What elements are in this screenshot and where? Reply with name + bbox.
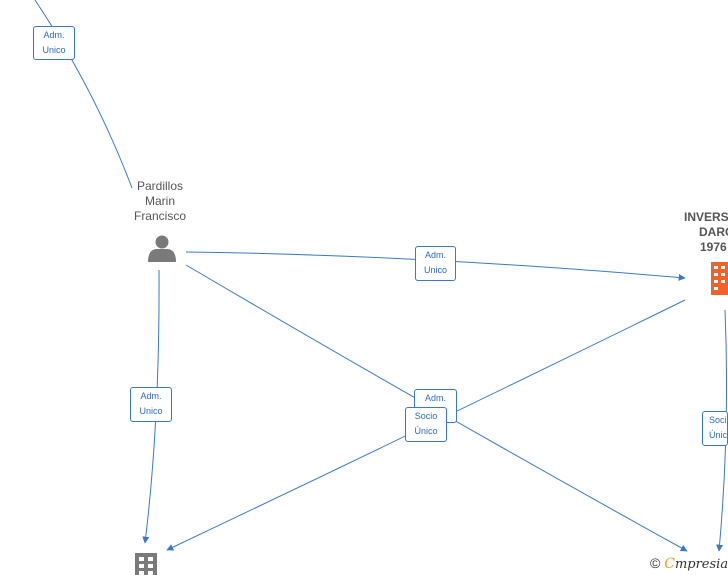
person-name-line: Pardillos <box>136 179 184 193</box>
company-name-line: 1976 <box>700 240 727 254</box>
empresia-watermark: © Cmpresia <box>650 555 728 572</box>
person-name-line: Marin <box>144 194 175 208</box>
company-name-label: INVERS DARC 1976 <box>682 210 728 255</box>
edge-label-line: Únic <box>709 430 728 440</box>
edge-label-line: Adm. <box>140 391 162 401</box>
company-building-icon-orange[interactable] <box>711 262 728 295</box>
copyright-symbol: © <box>650 555 661 571</box>
empresia-logo-text: mpresia <box>674 557 728 572</box>
person-icon[interactable] <box>148 235 176 263</box>
edge-label-line: Unico <box>139 406 163 416</box>
edge-label-line: Socio <box>414 411 438 421</box>
edge-label-socio-unico[interactable]: Soci Únic <box>702 411 728 446</box>
edge-label-adm-unico[interactable]: Adm. Unico <box>130 387 172 422</box>
company-name-line: INVERS <box>684 210 728 224</box>
edge-label-line: Unico <box>423 265 447 275</box>
edge-label-socio-unico[interactable]: Socio Único <box>405 407 447 442</box>
edge-label-line: Soci <box>709 415 727 425</box>
edge-label-adm-unico[interactable]: Adm. Unico <box>415 246 456 281</box>
edge-label-adm-unico[interactable]: Adm. Unico <box>33 26 75 60</box>
company-name-line: DARC <box>699 225 728 239</box>
company-building-icon-grey[interactable] <box>135 553 157 575</box>
empresia-logo-initial: C <box>664 556 675 572</box>
edge-label-line: Unico <box>42 45 66 55</box>
person-name-line: Francisco <box>133 209 186 223</box>
edge-label-line: Único <box>414 426 438 436</box>
edge-label-line: Adm. <box>424 250 446 260</box>
person-name-label: Pardillos Marin Francisco <box>122 179 198 224</box>
edge-label-line: Adm. <box>43 30 65 40</box>
edge-label-line: Adm. <box>424 393 446 403</box>
edge-top-to-person <box>34 0 133 189</box>
